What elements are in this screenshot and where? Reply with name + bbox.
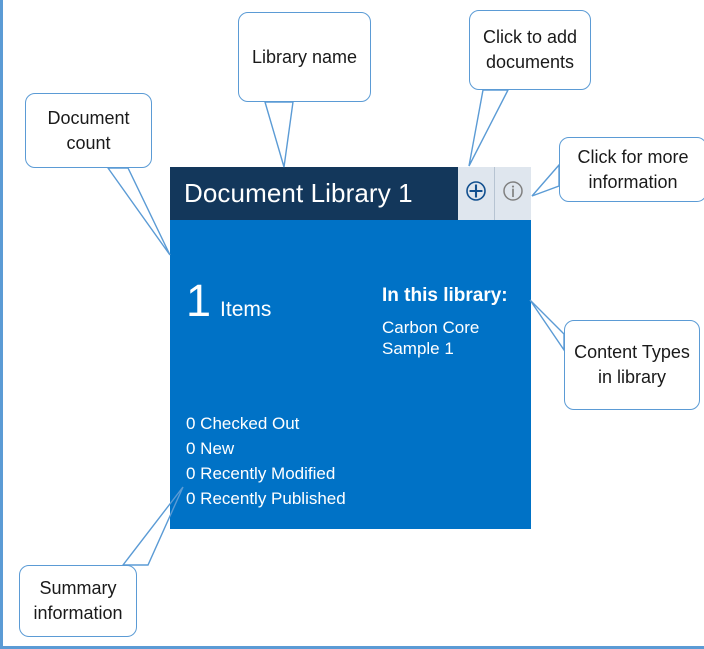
summary-checked-out[interactable]: 0 Checked Out (186, 414, 300, 433)
tile-header: Document Library 1 (170, 167, 531, 220)
callout-line: information (588, 171, 678, 192)
callout-more-information: Click for more information (559, 137, 704, 202)
leader-more-info (531, 163, 560, 197)
callout-line: documents (485, 52, 575, 72)
callout-line: Content Types (574, 342, 690, 362)
callout-line: Summary (39, 578, 117, 598)
leader-content-types (529, 299, 565, 353)
info-circle-icon (502, 180, 524, 207)
leader-library-name (264, 101, 294, 168)
page-title: Document Library 1 (184, 178, 413, 208)
callout-line: Click to add (482, 27, 578, 47)
callout-line: Click for more (577, 146, 689, 167)
more-information-button[interactable] (494, 167, 531, 220)
callout-line: in library (597, 367, 667, 387)
add-documents-button[interactable] (458, 167, 494, 220)
callout-content-types: Content Types in library (564, 320, 700, 410)
content-type-item[interactable]: Sample 1 (382, 339, 454, 358)
callout-line: count (66, 132, 111, 153)
tile-body: 1 Items In this library: Carbon Core Sam… (170, 220, 531, 529)
summary-new[interactable]: 0 New (186, 439, 235, 458)
document-library-tile[interactable]: Document Library 1 (170, 167, 531, 529)
document-count-label: Items (220, 298, 272, 321)
plus-circle-icon (465, 180, 487, 207)
in-this-library-heading: In this library: (382, 285, 508, 306)
callout-add-documents: Click to add documents (469, 10, 591, 90)
leader-add-docs (468, 89, 510, 167)
callout-line: information (33, 603, 123, 623)
callout-summary-information: Summary information (19, 565, 137, 637)
tile-actions (458, 167, 531, 220)
in-this-library-section: In this library: Carbon Core Sample 1 (382, 284, 522, 359)
callout-library-name: Library name (238, 12, 371, 102)
leader-doc-count (106, 167, 171, 256)
document-count-number: 1 (186, 275, 212, 326)
summary-recently-published[interactable]: 0 Recently Published (186, 489, 346, 508)
callout-line: Document (47, 107, 130, 128)
document-count: 1 Items (186, 275, 272, 326)
summary-information: 0 Checked Out 0 New 0 Recently Modified … (186, 411, 346, 511)
callout-document-count: Document count (25, 93, 152, 168)
summary-recently-modified[interactable]: 0 Recently Modified (186, 464, 336, 483)
callout-line: Library name (251, 46, 358, 67)
content-type-item[interactable]: Carbon Core (382, 318, 480, 337)
